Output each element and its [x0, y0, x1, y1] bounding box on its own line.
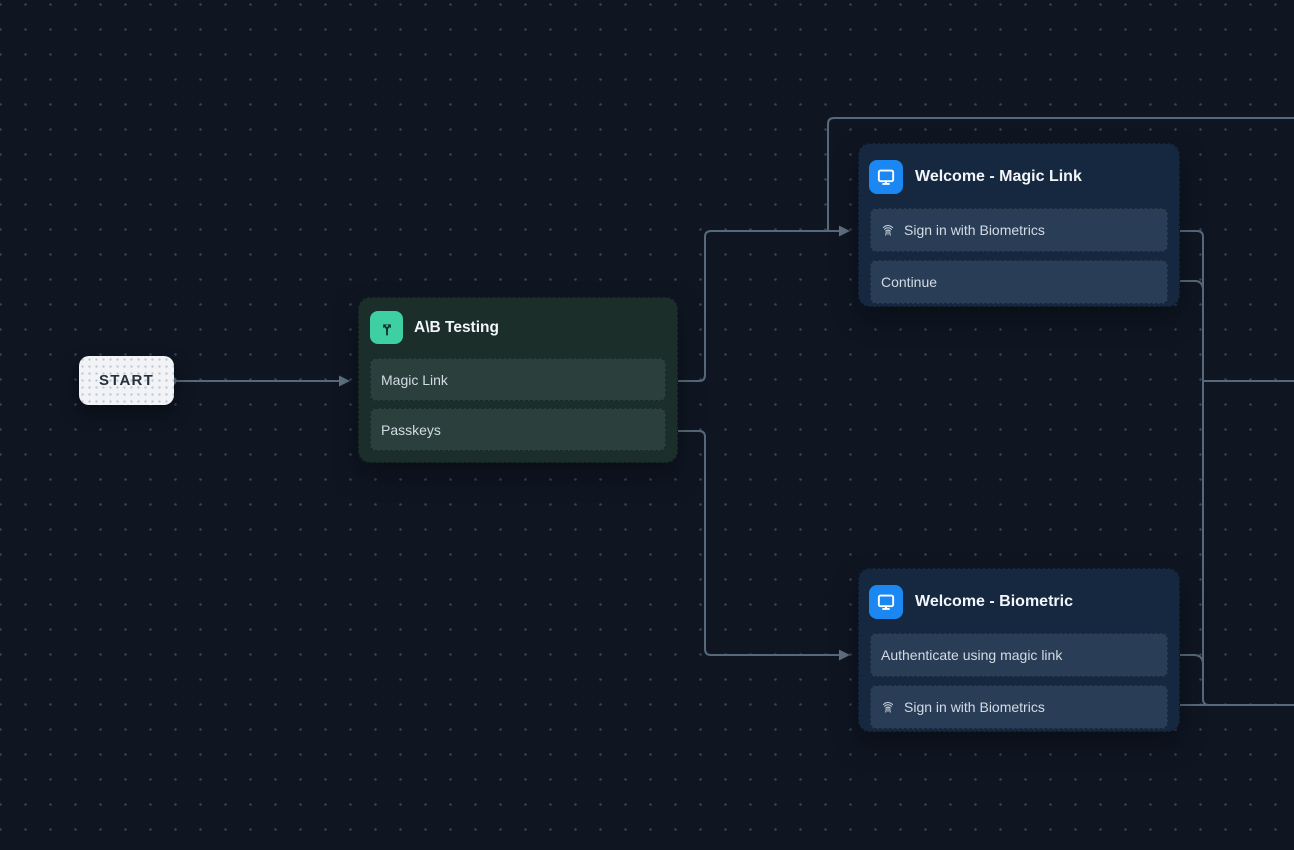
node-title: A\B Testing — [414, 318, 499, 336]
node-row-signin-biometrics[interactable]: Sign in with Biometrics — [870, 685, 1168, 729]
node-row-signin-biometrics[interactable]: Sign in with Biometrics — [870, 208, 1168, 252]
fingerprint-icon — [880, 222, 896, 238]
node-welcome-biometric[interactable]: Welcome - Biometric Authenticate using m… — [858, 568, 1180, 732]
node-ab-testing[interactable]: A\B Testing Magic Link Passkeys — [358, 297, 678, 463]
node-header: Welcome - Biometric — [859, 569, 1179, 619]
row-label: Continue — [881, 274, 938, 290]
start-node[interactable]: START — [79, 356, 174, 405]
arrowhead-into-ab — [339, 375, 350, 387]
node-welcome-magic-link[interactable]: Welcome - Magic Link Sign in with Biomet… — [858, 143, 1180, 307]
row-label: Sign in with Biometrics — [904, 222, 1045, 238]
node-row-continue[interactable]: Continue — [870, 260, 1168, 304]
fingerprint-icon — [880, 699, 896, 715]
arrowhead-into-wb — [839, 649, 850, 661]
start-node-label: START — [99, 372, 154, 389]
split-branch-icon — [370, 311, 403, 344]
node-header: Welcome - Magic Link — [859, 144, 1179, 194]
node-rows: Magic Link Passkeys — [359, 358, 677, 451]
screen-icon — [869, 160, 903, 194]
row-label: Magic Link — [381, 371, 448, 388]
node-row-authenticate-magic-link[interactable]: Authenticate using magic link — [870, 633, 1168, 677]
screen-icon — [869, 585, 903, 619]
node-row-magic-link[interactable]: Magic Link — [370, 358, 666, 401]
arrowhead-into-wml — [839, 225, 850, 237]
node-rows: Authenticate using magic link Sign in wi… — [859, 633, 1179, 729]
node-title: Welcome - Magic Link — [915, 168, 1082, 185]
node-header: A\B Testing — [359, 298, 677, 344]
node-rows: Sign in with Biometrics Continue — [859, 208, 1179, 304]
row-label: Passkeys — [381, 421, 441, 438]
row-label: Sign in with Biometrics — [904, 699, 1045, 715]
edge-magiclink-to-wml — [663, 230, 839, 382]
row-label: Authenticate using magic link — [881, 647, 1063, 663]
edge-passkeys-to-wb — [663, 430, 839, 656]
node-row-passkeys[interactable]: Passkeys — [370, 408, 666, 451]
node-title: Welcome - Biometric — [915, 593, 1073, 610]
